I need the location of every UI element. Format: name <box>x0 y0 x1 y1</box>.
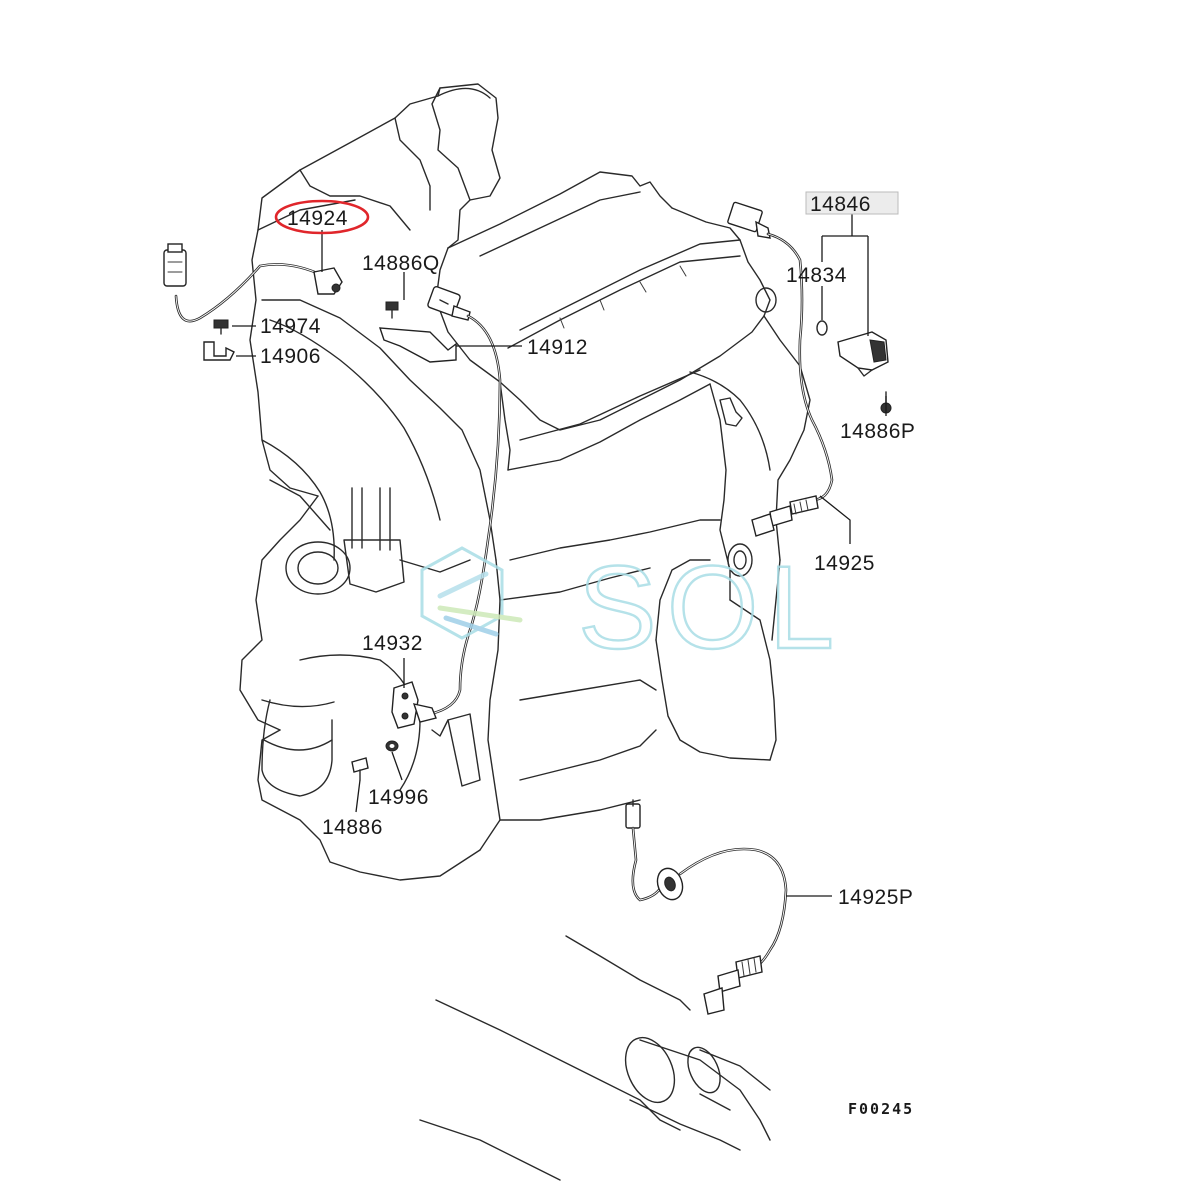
label-14886P[interactable]: 14886P <box>840 420 915 443</box>
cam-sensor-harness[interactable] <box>727 201 834 502</box>
label-14932[interactable]: 14932 <box>362 632 423 655</box>
watermark-logo-icon <box>420 546 523 640</box>
leader-lines <box>232 212 887 897</box>
engine-block-drawing <box>239 83 811 881</box>
figure-code: F00245 <box>848 1100 914 1118</box>
label-box-14846 <box>805 191 899 215</box>
o-ring-14996[interactable] <box>385 740 399 752</box>
sensor-14912-harness[interactable] <box>379 286 502 716</box>
bolt-14974[interactable] <box>213 319 229 335</box>
label-14846[interactable]: 14846 <box>810 193 871 216</box>
bolt-14886Q[interactable] <box>385 301 399 319</box>
knock-sensor-harness[interactable] <box>163 243 343 323</box>
cam-sensor-14846[interactable] <box>837 331 889 377</box>
label-14924[interactable]: 14924 <box>287 207 348 230</box>
label-14974[interactable]: 14974 <box>260 315 321 338</box>
label-14886Q[interactable]: 14886Q <box>362 252 440 275</box>
o2-sensor-14925P[interactable] <box>625 799 788 1015</box>
label-14912[interactable]: 14912 <box>527 336 588 359</box>
o2-sensor-14925[interactable] <box>751 495 819 537</box>
sol-watermark: SOL <box>420 541 844 675</box>
label-14906[interactable]: 14906 <box>260 345 321 368</box>
crank-sensor-14932[interactable] <box>391 681 437 729</box>
label-14996[interactable]: 14996 <box>368 786 429 809</box>
label-14925[interactable]: 14925 <box>814 552 875 575</box>
part-labels: 14924 14886Q 14974 14906 14912 14846 148… <box>260 191 915 1118</box>
label-14886[interactable]: 14886 <box>322 816 383 839</box>
label-14925P[interactable]: 14925P <box>838 886 913 909</box>
highlight-ring <box>274 199 370 235</box>
clip-14906[interactable] <box>203 341 235 361</box>
exhaust-pipe-drawing <box>419 935 771 1181</box>
bolt-14886[interactable] <box>351 757 369 781</box>
watermark-text: SOL <box>578 542 844 674</box>
label-14834[interactable]: 14834 <box>786 264 847 287</box>
